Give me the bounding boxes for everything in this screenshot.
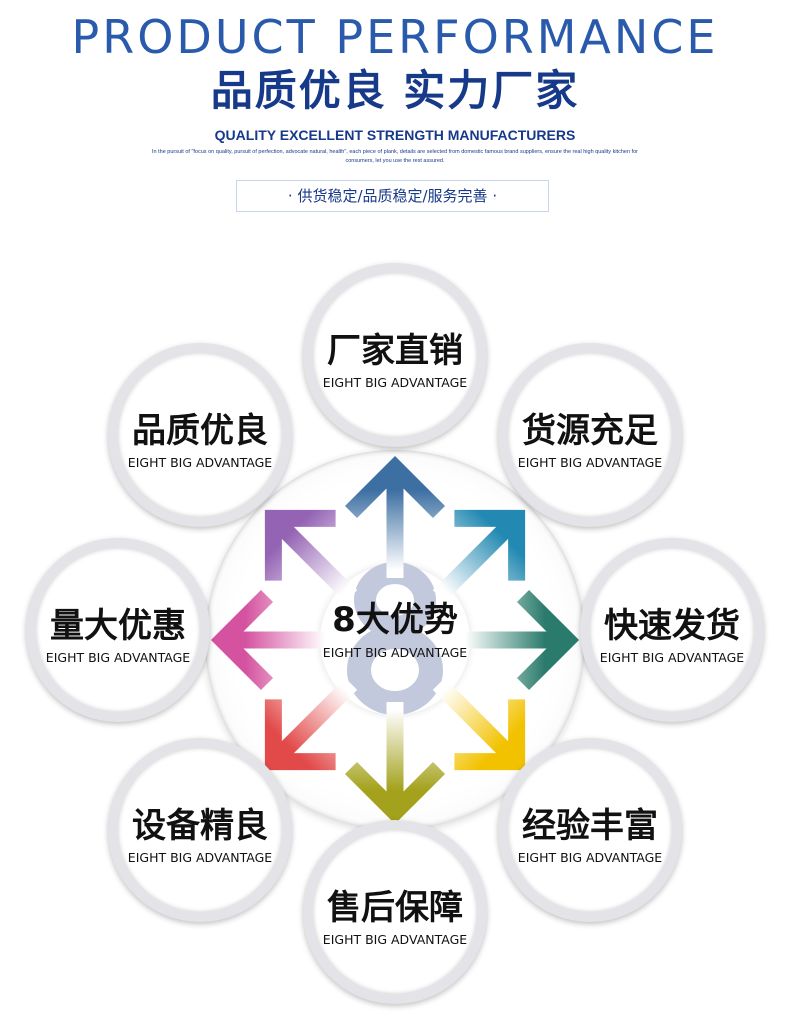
arrow bbox=[432, 509, 526, 603]
center-title: 8大优势 bbox=[332, 600, 458, 640]
advantage-circle: 设备精良 EIGHT BIG ADVANTAGE bbox=[108, 738, 292, 922]
advantage-subtitle: EIGHT BIG ADVANTAGE bbox=[599, 650, 745, 665]
arrow bbox=[264, 509, 358, 603]
advantage-circle: 货源充足 EIGHT BIG ADVANTAGE bbox=[498, 343, 682, 527]
title-en: PRODUCT PERFORMANCE bbox=[71, 10, 719, 64]
advantage-circle: 品质优良 EIGHT BIG ADVANTAGE bbox=[108, 343, 292, 527]
advantage-inner bbox=[118, 748, 282, 912]
advantage-title: 厂家直销 bbox=[327, 331, 463, 371]
arrow bbox=[210, 589, 333, 691]
tagline-box: · 供货稳定/品质稳定/服务完善 · bbox=[236, 180, 549, 212]
advantage-subtitle: EIGHT BIG ADVANTAGE bbox=[45, 650, 191, 665]
arrow bbox=[264, 677, 358, 771]
advantage-circle: 量大优惠 EIGHT BIG ADVANTAGE bbox=[26, 538, 210, 722]
advantage-subtitle: EIGHT BIG ADVANTAGE bbox=[517, 850, 663, 865]
advantage-subtitle: EIGHT BIG ADVANTAGE bbox=[127, 850, 273, 865]
advantage-subtitle: EIGHT BIG ADVANTAGE bbox=[322, 375, 468, 390]
advantage-inner bbox=[313, 273, 477, 437]
advantage-subtitle: EIGHT BIG ADVANTAGE bbox=[517, 455, 663, 470]
arrow bbox=[344, 455, 446, 578]
advantage-circle: 厂家直销 EIGHT BIG ADVANTAGE bbox=[303, 263, 487, 447]
advantage-title: 快速发货 bbox=[604, 606, 740, 646]
advantage-inner bbox=[508, 748, 672, 912]
advantage-title: 货源充足 bbox=[522, 411, 658, 451]
arrow bbox=[432, 677, 526, 771]
advantage-inner bbox=[36, 548, 200, 712]
description: In the pursuit of "focus on quality, pur… bbox=[152, 149, 638, 164]
advantage-subtitle: EIGHT BIG ADVANTAGE bbox=[127, 455, 273, 470]
advantage-subtitle: EIGHT BIG ADVANTAGE bbox=[322, 932, 468, 947]
advantage-circle: 快速发货 EIGHT BIG ADVANTAGE bbox=[580, 538, 764, 722]
title-cn: 品质优良 实力厂家 bbox=[210, 66, 580, 115]
advantage-title: 量大优惠 bbox=[50, 606, 186, 646]
advantage-inner bbox=[508, 353, 672, 517]
advantage-title: 设备精良 bbox=[132, 806, 268, 846]
subtitle-en: QUALITY EXCELLENT STRENGTH MANUFACTURERS bbox=[214, 127, 576, 143]
advantage-circle: 经验丰富 EIGHT BIG ADVANTAGE bbox=[498, 738, 682, 922]
advantage-title: 售后保障 bbox=[327, 888, 463, 928]
center-subtitle: EIGHT BIG ADVANTAGE bbox=[322, 645, 468, 660]
advantage-circle: 售后保障 EIGHT BIG ADVANTAGE bbox=[303, 820, 487, 1004]
advantage-inner bbox=[590, 548, 754, 712]
advantage-title: 经验丰富 bbox=[522, 806, 658, 846]
advantage-title: 品质优良 bbox=[132, 411, 268, 451]
arrow bbox=[457, 589, 580, 691]
advantage-inner bbox=[118, 353, 282, 517]
arrow bbox=[344, 702, 446, 825]
advantage-inner bbox=[313, 830, 477, 994]
